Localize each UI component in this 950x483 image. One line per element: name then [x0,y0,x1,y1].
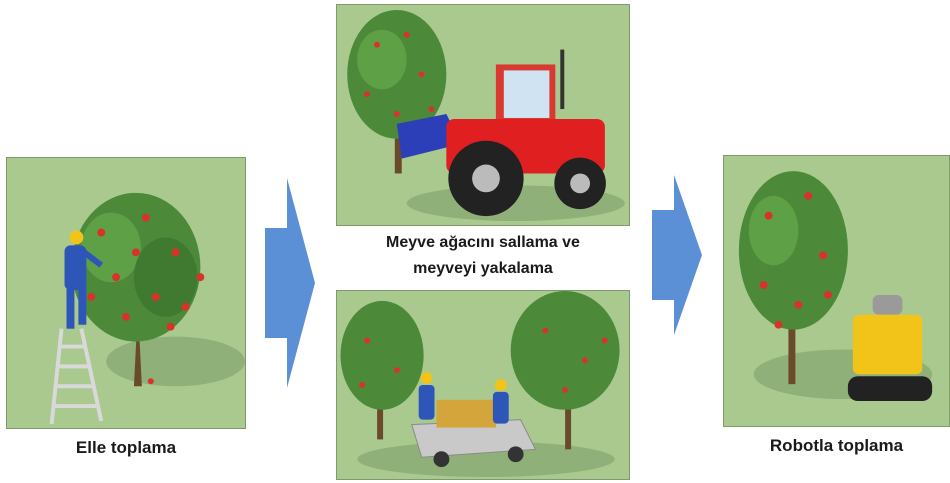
worker-icon [64,230,104,329]
caption-manual: Elle toplama [75,438,177,457]
tractor-icon [396,49,606,217]
platform-icon [411,399,537,468]
platform-picking-illustration [340,291,620,478]
panel-tree-shaking [336,4,630,226]
ladder-icon [49,328,104,425]
tree-icon [738,171,848,385]
tree-icon [347,9,447,174]
panel-platform-picking [336,290,630,480]
manual-picking-illustration [49,192,245,425]
arrow-right-icon [652,175,702,335]
caption-shake-line2: meyveyi yakalama [413,260,553,277]
tree-shaking-illustration [347,9,625,222]
arrow-right-icon [265,178,315,388]
panel-robot-picking [723,155,950,427]
robot-icon [847,294,933,402]
apples [87,213,205,385]
caption-robot: Robotla toplama [769,436,904,455]
worker-icon [418,372,509,424]
caption-shake-line1: Meyve ağacını sallama ve [386,234,580,251]
panel-manual-picking [6,157,246,429]
robot-picking-illustration [738,171,933,402]
